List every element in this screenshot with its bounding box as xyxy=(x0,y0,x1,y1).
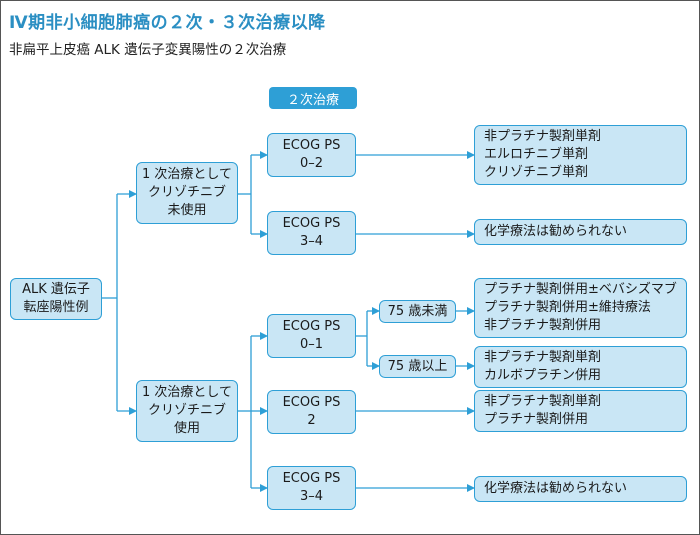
node-line: ECOG PS xyxy=(282,319,341,334)
root-node-alk: ALK 遺伝子 転座陽性例 xyxy=(10,278,102,320)
node-line: 3–4 xyxy=(299,234,324,249)
outcome-line: 非プラチナ製剤単剤 xyxy=(484,129,602,144)
node-line: 1 次治療として xyxy=(141,385,232,400)
node-line: 1 次治療として xyxy=(141,167,232,182)
root-line-2: 転座陽性例 xyxy=(23,300,89,315)
node-line: ECOG PS xyxy=(282,471,341,486)
node-line: 使用 xyxy=(173,421,200,436)
outcome-ps-3-4-upper: 化学療法は勧められない xyxy=(474,219,687,245)
ps-0-2-node: ECOG PS 0–2 xyxy=(267,133,356,177)
node-line: クリゾチニブ xyxy=(147,185,226,200)
node-line: 0–1 xyxy=(299,337,324,352)
second-line-header: ２次治療 xyxy=(269,87,357,109)
outcome-line: クリゾチニブ単剤 xyxy=(484,165,589,180)
node-line: ECOG PS xyxy=(282,138,341,153)
first-line-used-node: 1 次治療として クリゾチニブ 使用 xyxy=(136,380,238,442)
node-line: 3–4 xyxy=(299,489,324,504)
outcome-line: プラチナ製剤併用±ベバシズマブ xyxy=(484,282,677,297)
outcome-ps-3-4-lower: 化学療法は勧められない xyxy=(474,476,687,502)
node-line: ECOG PS xyxy=(282,395,341,410)
ps-3-4-upper-node: ECOG PS 3–4 xyxy=(267,211,356,255)
outcome-ps-2: 非プラチナ製剤単剤 プラチナ製剤併用 xyxy=(474,390,687,432)
age-under-75-node: 75 歳未満 xyxy=(379,300,456,323)
outcome-line: 化学療法は勧められない xyxy=(484,481,628,496)
node-line: 75 歳未満 xyxy=(387,303,448,319)
outcome-line: 非プラチナ製剤併用 xyxy=(484,318,602,333)
page-title: Ⅳ期非小細胞肺癌の２次・３次治療以降 xyxy=(9,13,326,33)
outcome-line: 化学療法は勧められない xyxy=(484,224,628,239)
root-line-1: ALK 遺伝子 xyxy=(22,282,90,297)
outcome-over-75: 非プラチナ製剤単剤 カルボプラチン併用 xyxy=(474,346,687,388)
outcome-line: カルボプラチン併用 xyxy=(484,368,602,383)
first-line-unused-node: 1 次治療として クリゾチニブ 未使用 xyxy=(136,162,238,224)
outcome-under-75: プラチナ製剤併用±ベバシズマブ プラチナ製剤併用±維持療法 非プラチナ製剤併用 xyxy=(474,278,687,338)
node-line: 75 歳以上 xyxy=(387,358,448,374)
node-line: 未使用 xyxy=(167,203,207,218)
ps-3-4-lower-node: ECOG PS 3–4 xyxy=(267,466,356,510)
outcome-ps-0-2: 非プラチナ製剤単剤 エルロチニブ単剤 クリゾチニブ単剤 xyxy=(474,125,687,185)
ps-0-1-node: ECOG PS 0–1 xyxy=(267,314,356,358)
outcome-line: エルロチニブ単剤 xyxy=(484,147,589,162)
node-line: 0–2 xyxy=(299,156,324,171)
outcome-line: プラチナ製剤併用 xyxy=(484,412,589,427)
page-subtitle: 非扁平上皮癌 ALK 遺伝子変異陽性の２次治療 xyxy=(9,42,287,58)
outcome-line: 非プラチナ製剤単剤 xyxy=(484,394,602,409)
node-line: クリゾチニブ xyxy=(147,403,226,418)
node-line: ECOG PS xyxy=(282,216,341,231)
ps-2-node: ECOG PS 2 xyxy=(267,390,356,434)
node-line: 2 xyxy=(307,413,316,428)
outcome-line: 非プラチナ製剤単剤 xyxy=(484,350,602,365)
outcome-line: プラチナ製剤併用±維持療法 xyxy=(484,300,651,315)
age-over-75-node: 75 歳以上 xyxy=(379,355,456,378)
